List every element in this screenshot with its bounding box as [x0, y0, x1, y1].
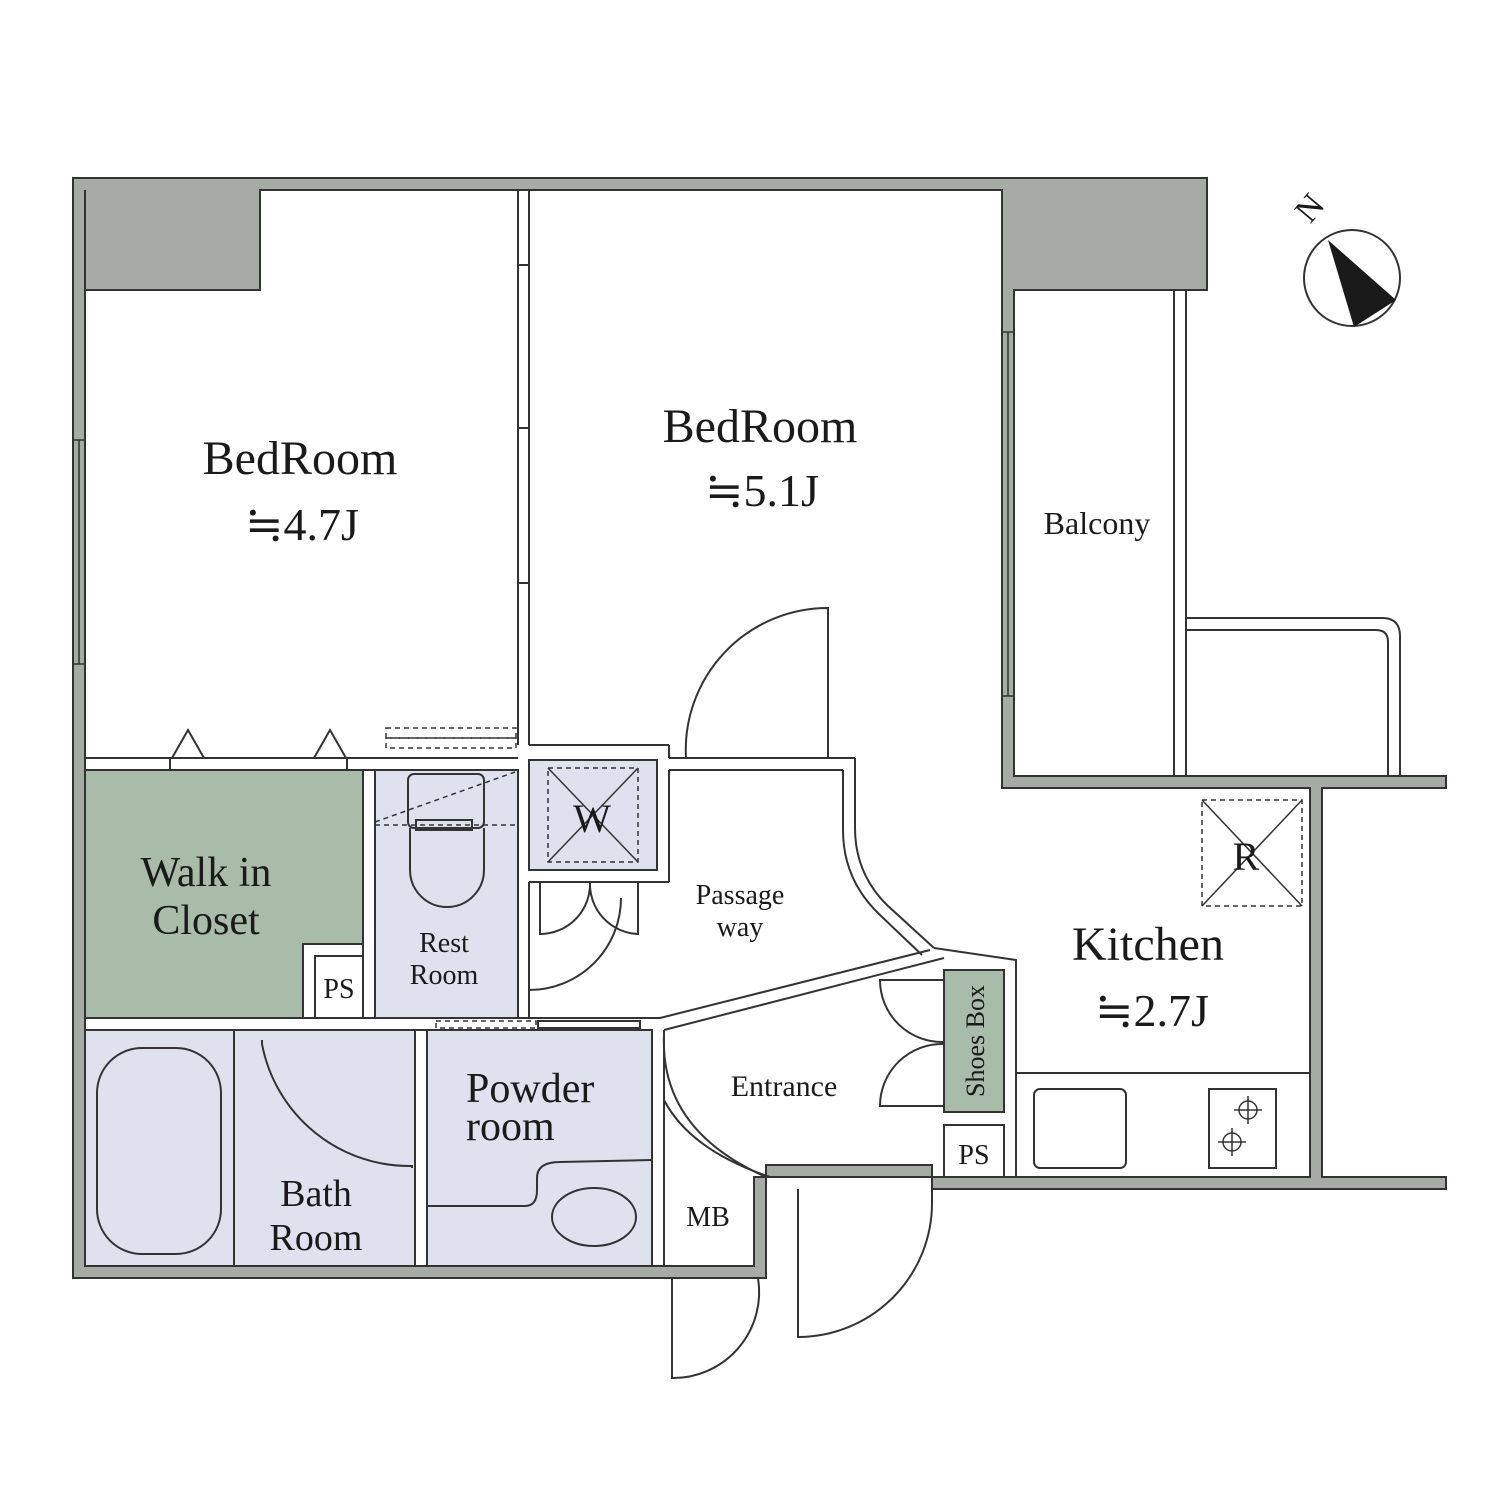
bedroom-west-name: BedRoom — [203, 432, 398, 485]
bath-room-line2: Room — [270, 1217, 363, 1259]
bedroom-east-name: BedRoom — [663, 400, 858, 453]
bath-room-line1: Bath — [280, 1173, 352, 1215]
passage-line1: Passage — [696, 880, 785, 911]
shoes-box-area — [943, 969, 1005, 1113]
exterior-walls — [72, 177, 1447, 1279]
powder-room-line1: Powder — [466, 1066, 594, 1112]
rest-room-line2: Room — [410, 960, 479, 991]
shoes-box-label: Shoes Box — [961, 985, 990, 1097]
pipe-space-west-label: PS — [323, 974, 354, 1005]
balcony-name: Balcony — [1044, 505, 1151, 541]
kitchen-name: Kitchen — [1072, 918, 1224, 971]
powder-room-line2: room — [466, 1104, 555, 1150]
room-labels: BedRoom ≒4.7J BedRoom ≒5.1J Balcony Walk… — [141, 400, 1260, 1259]
refrigerator-label: R — [1233, 834, 1260, 879]
kitchen-area: ≒2.7J — [1095, 985, 1209, 1036]
rest-room-area — [374, 769, 519, 1019]
north-compass: N — [1288, 187, 1401, 327]
rest-room-line1: Rest — [419, 928, 469, 959]
washer-label: W — [573, 796, 611, 841]
north-arrow-label: N — [1288, 187, 1332, 230]
meter-box-label: MB — [686, 1202, 730, 1233]
bath-room-area — [84, 1029, 416, 1267]
entrance-label: Entrance — [731, 1070, 838, 1103]
pipe-space-east-label: PS — [958, 1140, 989, 1171]
passage-line2: way — [717, 912, 764, 943]
walk-in-closet-line2: Closet — [152, 898, 260, 944]
doors — [169, 606, 945, 1380]
fixtures — [96, 767, 1303, 1255]
windows — [72, 331, 1015, 697]
interior-walls — [85, 190, 1401, 1267]
bedroom-west-area: ≒4.7J — [245, 499, 359, 550]
walk-in-closet-line1: Walk in — [141, 850, 272, 896]
bedroom-east-area: ≒5.1J — [705, 465, 819, 516]
